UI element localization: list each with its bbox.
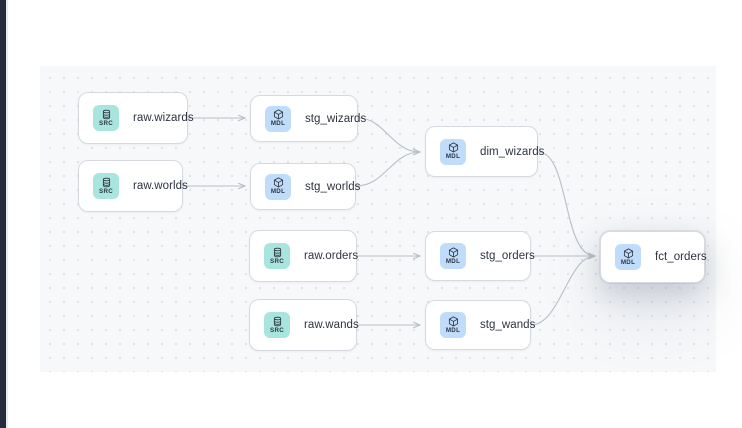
node-kind-label: SRC: [99, 119, 113, 127]
lineage-node-stg_orders[interactable]: MDL stg_orders: [425, 231, 535, 281]
node-kind-label: SRC: [99, 187, 113, 195]
app-rail: [0, 0, 8, 428]
cube-icon: MDL: [265, 105, 291, 132]
node-label: stg_orders: [480, 250, 535, 262]
node-label: raw.wands: [304, 319, 359, 331]
cube-icon: MDL: [615, 244, 641, 270]
node-kind-label: MDL: [270, 120, 286, 128]
node-kind-label: MDL: [445, 153, 461, 161]
node-kind-label: SRC: [270, 257, 284, 265]
node-kind-label: MDL: [445, 326, 461, 334]
database-icon: SRC: [93, 105, 119, 131]
node-kind-label: SRC: [270, 326, 284, 334]
lineage-edge[interactable]: [357, 117, 420, 152]
lineage-node-stg_wizards[interactable]: MDL stg_wizards: [250, 95, 366, 142]
cube-icon: MDL: [265, 173, 291, 200]
node-label: raw.wizards: [133, 112, 194, 124]
node-kind-label: MDL: [620, 258, 636, 266]
database-icon: SRC: [93, 173, 119, 199]
database-icon: SRC: [264, 243, 290, 269]
node-label: stg_wizards: [305, 112, 367, 125]
cube-icon: MDL: [440, 312, 466, 338]
cube-icon: MDL: [440, 243, 466, 269]
lineage-node-dim_wizards[interactable]: MDL dim_wizards: [425, 126, 544, 177]
node-label: stg_worlds: [305, 180, 361, 193]
lineage-node-raw_worlds[interactable]: SRC raw.worlds: [78, 160, 188, 212]
app-rail-divider: [6, 0, 8, 428]
lineage-edge[interactable]: [530, 256, 595, 326]
lineage-node-raw_wands[interactable]: SRC raw.wands: [249, 299, 359, 351]
cube-icon: MDL: [440, 138, 466, 165]
lineage-node-stg_worlds[interactable]: MDL stg_worlds: [250, 163, 360, 210]
lineage-node-raw_orders[interactable]: SRC raw.orders: [249, 230, 359, 282]
lineage-node-fct_orders[interactable]: MDL fct_orders: [600, 231, 707, 283]
database-icon: SRC: [264, 312, 290, 338]
node-label: stg_wands: [480, 319, 536, 331]
node-label: fct_orders: [655, 251, 707, 263]
node-label: raw.worlds: [133, 180, 188, 192]
node-label: raw.orders: [304, 250, 359, 262]
lineage-edge[interactable]: [537, 151, 595, 256]
lineage-node-raw_wizards[interactable]: SRC raw.wizards: [78, 92, 194, 144]
node-kind-label: MDL: [445, 257, 461, 265]
lineage-node-stg_wands[interactable]: MDL stg_wands: [425, 300, 535, 350]
node-label: dim_wizards: [480, 145, 545, 158]
lineage-edge[interactable]: [355, 152, 420, 187]
node-kind-label: MDL: [270, 188, 286, 196]
